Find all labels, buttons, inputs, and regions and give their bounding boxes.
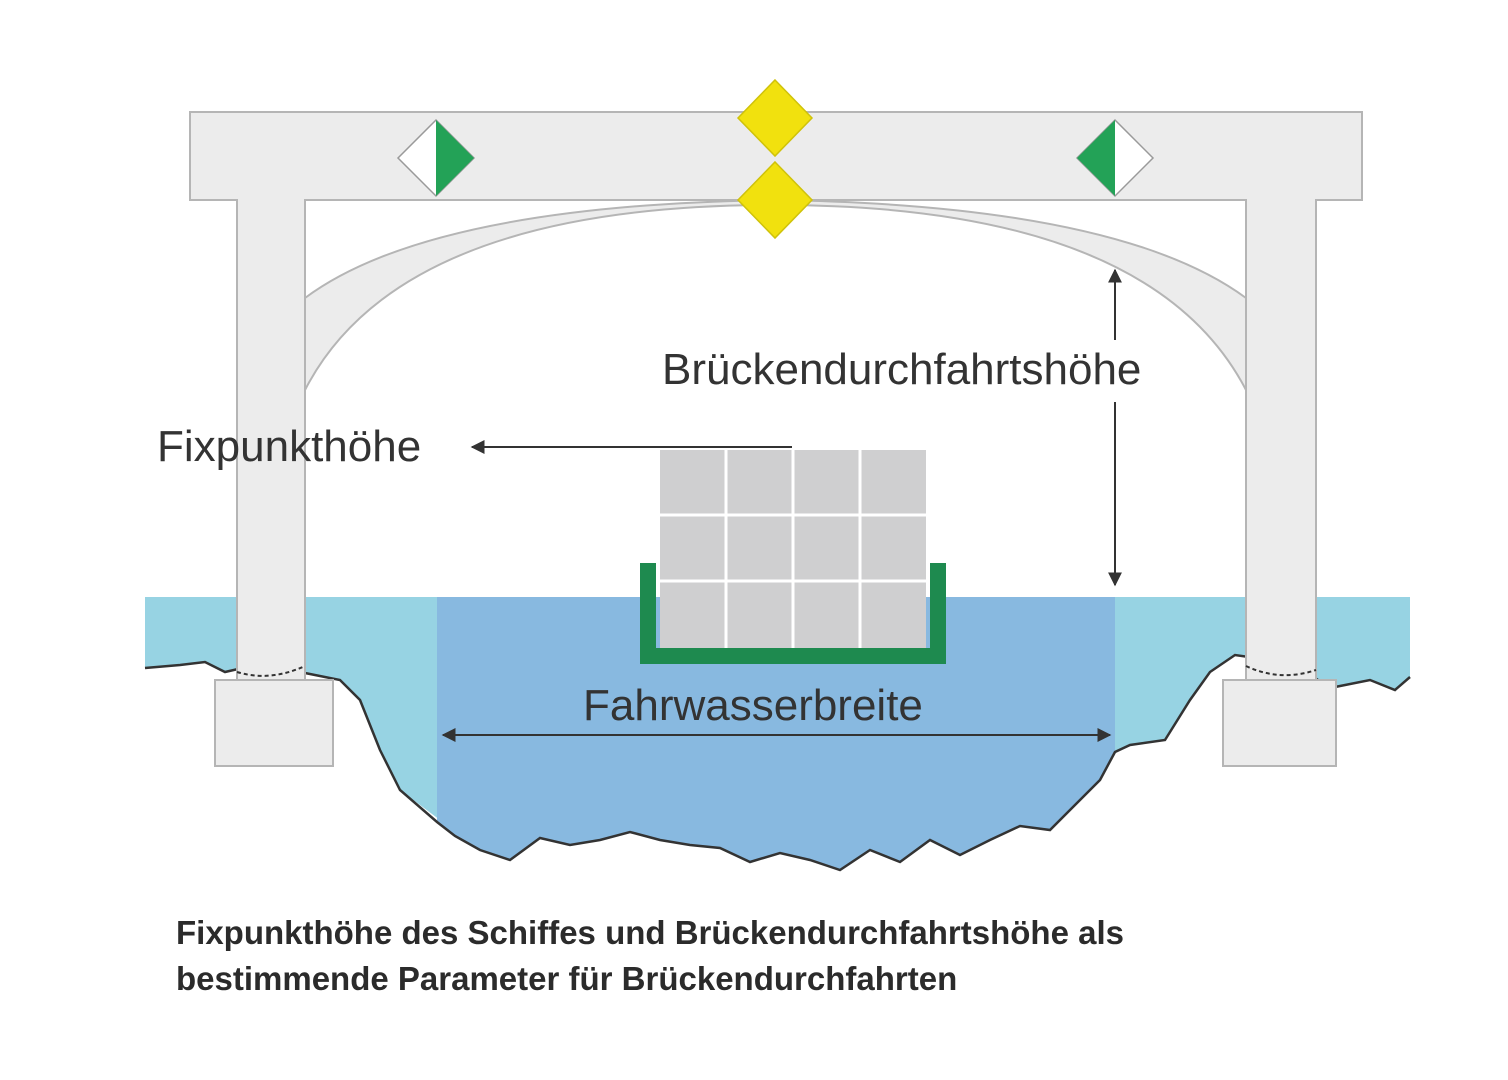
fixpoint-height-label: Fixpunkthöhe — [157, 422, 421, 471]
bridge-arch — [304, 198, 1247, 391]
green-white-diamond-icon — [1075, 118, 1155, 198]
diagram-caption: Fixpunkthöhe des Schiffes und Brückendur… — [176, 910, 1376, 1002]
clearance-height-label: Brückendurchfahrtshöhe — [662, 345, 1141, 394]
yellow-diamond-icon — [736, 160, 814, 240]
ship-hull — [640, 563, 946, 664]
right-pier-foundation — [1222, 679, 1337, 767]
caption-line-2: bestimmende Parameter für Brückendurchfa… — [176, 960, 958, 997]
green-white-diamond-icon — [396, 118, 476, 198]
left-pier-foundation — [214, 679, 334, 767]
yellow-diamond-icon — [736, 78, 814, 158]
riverbed-outline — [144, 653, 1411, 872]
caption-line-1: Fixpunkthöhe des Schiffes und Brückendur… — [176, 914, 1124, 951]
channel-width-label: Fahrwasserbreite — [583, 681, 923, 730]
right-pillar-ground-line — [1245, 665, 1317, 677]
bridge-structure — [189, 111, 1363, 681]
container-stack — [660, 450, 926, 648]
